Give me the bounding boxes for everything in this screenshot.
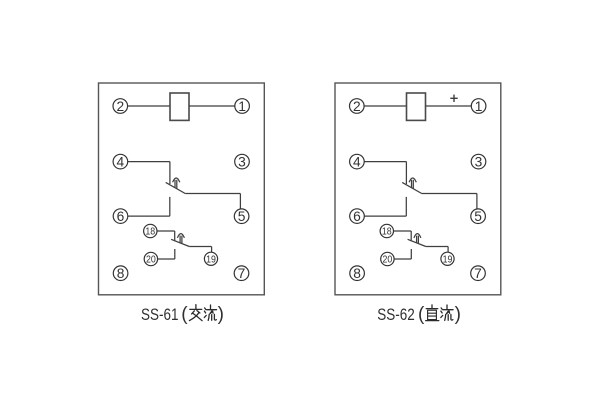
svg-text:): ) <box>455 304 461 325</box>
svg-text:SS-62: SS-62 <box>377 305 415 324</box>
svg-text:(: ( <box>181 304 188 325</box>
svg-text:): ) <box>218 304 224 325</box>
svg-text:(: ( <box>418 304 425 325</box>
svg-text:SS-61: SS-61 <box>141 305 179 324</box>
